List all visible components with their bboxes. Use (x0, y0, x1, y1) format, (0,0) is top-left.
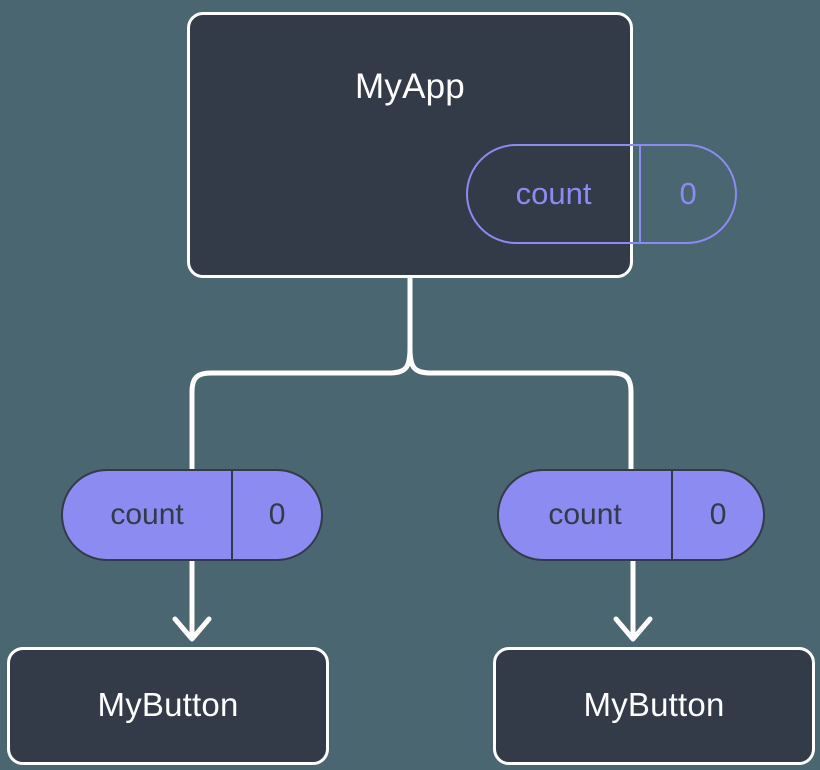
branch-wire-left (189, 345, 413, 473)
prop-pill-key: count (548, 498, 622, 531)
component-label: MyButton (97, 686, 239, 723)
arrow-head-left (172, 616, 212, 642)
component-node-myapp[interactable]: MyApp count 0 (187, 12, 737, 278)
state-pill-count[interactable]: count 0 (466, 144, 737, 244)
component-node-mybutton-left[interactable]: MyButton (7, 647, 329, 765)
prop-pill-key: count (110, 498, 184, 531)
state-pill-value: 0 (639, 146, 735, 242)
component-node-mybutton-right[interactable]: MyButton (493, 647, 815, 765)
prop-pill-value: 0 (231, 471, 321, 559)
prop-pill-value: 0 (671, 471, 763, 559)
branch-wire-right (407, 345, 634, 473)
prop-pill-count-right[interactable]: count 0 (497, 469, 765, 561)
component-label: MyButton (583, 686, 725, 723)
arrow-head-right (613, 616, 653, 642)
prop-pill-count-left[interactable]: count 0 (61, 469, 323, 561)
page-title: MyApp (355, 67, 465, 106)
state-pill-key: count (515, 176, 592, 211)
